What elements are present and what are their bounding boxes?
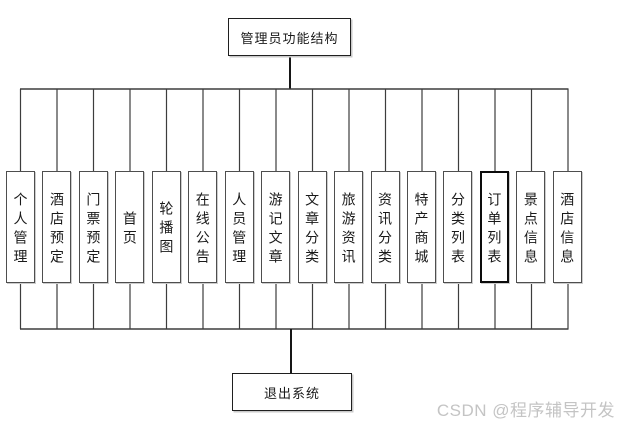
- node-carousel: 轮播图: [151, 171, 181, 283]
- node-label: 旅游资讯: [340, 191, 357, 268]
- node-title-label: 管理员功能结构: [240, 30, 339, 46]
- node-hotel-booking: 酒店预定: [42, 171, 72, 283]
- node-label: 文章分类: [304, 191, 321, 268]
- node-label: 轮播图: [158, 201, 175, 258]
- node-label: 在线公告: [194, 191, 211, 268]
- node-label: 游记文章: [267, 191, 284, 268]
- node-exit-system: 退出系统: [232, 373, 352, 411]
- csdn-watermark: CSDN @程序辅导开发: [436, 401, 615, 420]
- node-staff-management: 人员管理: [224, 171, 254, 283]
- node-information-categories: 资讯分类: [370, 171, 400, 283]
- node-personal-management: 个人管理: [6, 171, 35, 283]
- node-scenic-spot-info: 景点信息: [516, 171, 546, 283]
- node-ticket-booking: 门票预定: [78, 171, 108, 283]
- node-travel-journal-articles: 游记文章: [261, 171, 291, 283]
- node-home-page: 首页: [115, 171, 145, 283]
- node-online-announcement: 在线公告: [188, 171, 218, 283]
- node-exit-label: 退出系统: [263, 385, 320, 401]
- node-label: 酒店信息: [559, 191, 576, 268]
- node-label: 个人管理: [12, 191, 29, 268]
- node-admin-function-structure: 管理员功能结构: [228, 18, 351, 56]
- node-label: 订单列表: [486, 191, 503, 268]
- branch-drop-lines: [19, 89, 569, 329]
- node-label: 分类列表: [449, 191, 466, 268]
- node-label: 景点信息: [522, 191, 539, 268]
- node-label: 门票预定: [85, 191, 102, 268]
- node-label: 资讯分类: [377, 191, 394, 268]
- node-hotel-info: 酒店信息: [552, 171, 582, 283]
- node-label: 首页: [121, 210, 138, 249]
- node-article-categories: 文章分类: [297, 171, 327, 283]
- node-order-list: 订单列表: [479, 171, 509, 283]
- node-label: 人员管理: [231, 191, 248, 268]
- node-specialty-mall: 特产商城: [406, 171, 436, 283]
- node-category-list: 分类列表: [443, 171, 473, 283]
- function-nodes-row: 个人管理 酒店预定 门票预定 首页 轮播图 在线公告 人员管理 游记文章 文章分…: [6, 171, 582, 283]
- node-label: 酒店预定: [48, 191, 65, 268]
- node-travel-information: 旅游资讯: [334, 171, 364, 283]
- node-label: 特产商城: [413, 191, 430, 268]
